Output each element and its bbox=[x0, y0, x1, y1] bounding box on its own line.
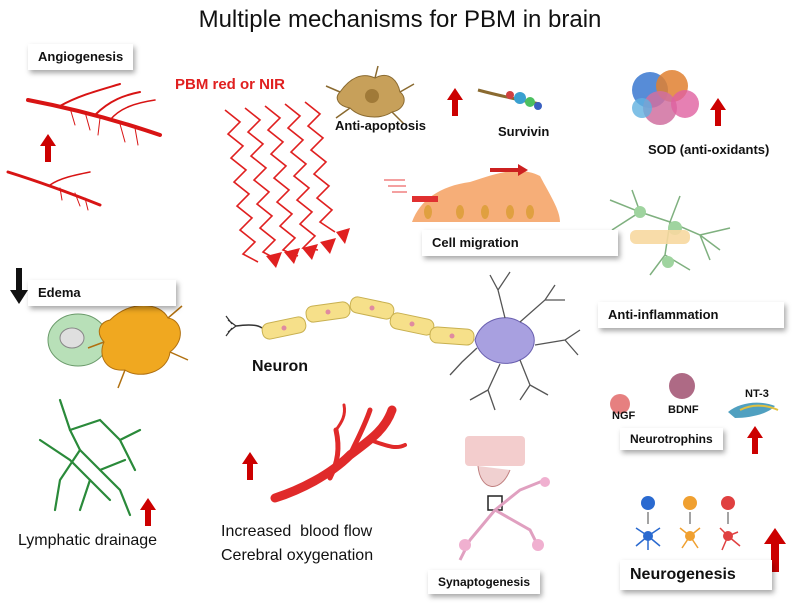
neuron-body-icon bbox=[449, 271, 581, 411]
pbm-light-beams-icon bbox=[224, 101, 336, 263]
ngf-label: NGF bbox=[612, 410, 636, 422]
cell-migration-label: Cell migration bbox=[422, 230, 618, 256]
edema-cells-icon bbox=[47, 287, 189, 389]
synapse-icon bbox=[458, 436, 550, 561]
survivin-protein-icon bbox=[477, 88, 542, 110]
blood-vessel-icon bbox=[270, 403, 407, 503]
blood-flow-up-arrow-icon bbox=[242, 452, 258, 480]
neurotrophin-molecules-icon bbox=[610, 373, 779, 418]
lymphatic-drainage-label: Lymphatic drainage bbox=[18, 532, 158, 549]
neurogenesis-label: Neurogenesis bbox=[620, 560, 772, 590]
blood-flow-label: Increased blood flow bbox=[221, 523, 373, 540]
sod-up-arrow-icon bbox=[710, 98, 726, 126]
survivin-label: Survivin bbox=[498, 124, 550, 139]
pbm-arrowheads-icon bbox=[266, 228, 350, 268]
cell-migration-icon bbox=[384, 164, 560, 222]
cerebral-oxygenation-label: Cerebral oxygenation bbox=[221, 547, 374, 564]
neurotrophins-label: Neurotrophins bbox=[620, 428, 723, 450]
bdnf-label: BDNF bbox=[668, 404, 699, 416]
sod-protein-icon bbox=[632, 70, 699, 125]
synaptogenesis-label: Synaptogenesis bbox=[428, 570, 541, 594]
anti-inflammation-glia-icon bbox=[609, 189, 731, 276]
lymphatic-network-icon bbox=[38, 398, 142, 517]
neuron-label: Neuron bbox=[252, 358, 308, 375]
edema-down-arrow-icon bbox=[10, 268, 28, 304]
anti-inflammation-label: Anti-inflammation bbox=[598, 302, 784, 328]
lymphatic-up-arrow-icon bbox=[140, 498, 156, 526]
pbm-label: PBM red or NIR bbox=[175, 76, 286, 93]
anti-apoptosis-label: Anti-apoptosis bbox=[335, 118, 426, 133]
angiogenesis-label: Angiogenesis bbox=[28, 44, 134, 70]
nt3-label: NT-3 bbox=[745, 388, 769, 400]
angiogenesis-vessels-icon bbox=[6, 83, 162, 211]
sod-label: SOD (anti-oxidants) bbox=[648, 142, 770, 157]
neurogenesis-up-arrow-icon bbox=[764, 528, 786, 572]
angiogenesis-up-arrow-icon bbox=[40, 134, 56, 162]
diagram-title: Multiple mechanisms for PBM in brain bbox=[198, 6, 602, 33]
neurogenesis-cells-icon bbox=[635, 496, 741, 551]
neurotrophins-up-arrow-icon bbox=[747, 426, 763, 454]
edema-label: Edema bbox=[28, 280, 176, 306]
anti-apoptosis-cell-icon bbox=[325, 65, 415, 125]
neuron-axon-icon bbox=[225, 296, 475, 346]
anti-apoptosis-up-arrow-icon bbox=[447, 88, 463, 116]
